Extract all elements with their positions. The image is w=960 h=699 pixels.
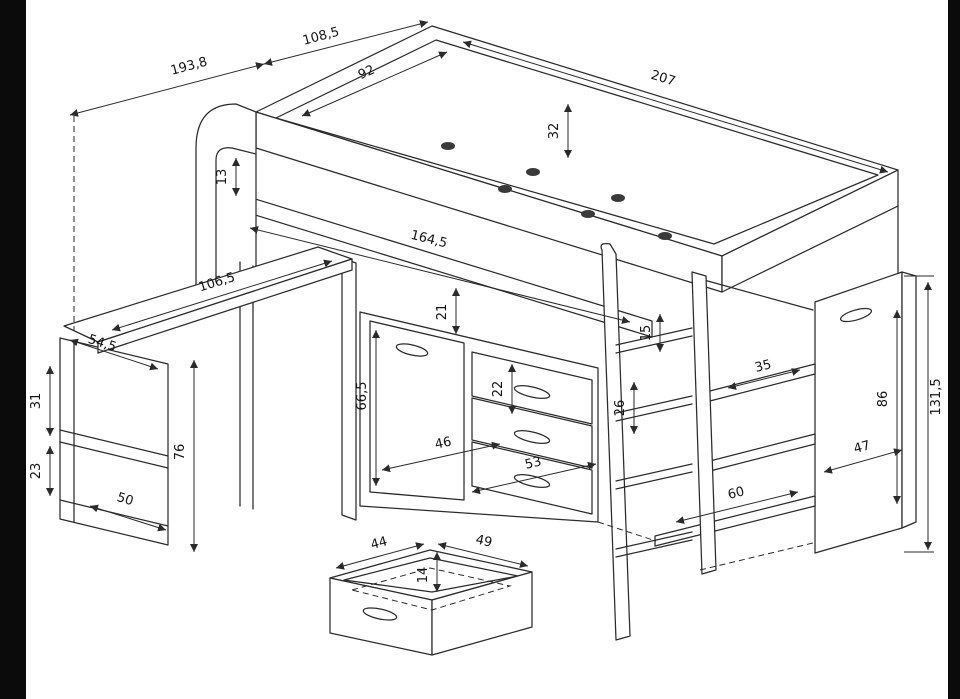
dim-label-shelf-width: 50 bbox=[115, 490, 135, 509]
dim-label-rail-height: 32 bbox=[547, 123, 562, 140]
wardrobe-front bbox=[814, 271, 903, 554]
dim-label-drawer-front-height: 22 bbox=[491, 381, 506, 398]
dim-line-drawer-box-depth bbox=[437, 542, 529, 568]
dim-line-bed-inner-width bbox=[301, 51, 448, 117]
dim-label-step-gap: 15 bbox=[639, 325, 654, 342]
wardrobe-door-handle bbox=[839, 307, 873, 323]
ladder-step bbox=[615, 335, 693, 354]
dim-line-drawer-box-width bbox=[335, 542, 425, 570]
bed-bottom-edge-right bbox=[703, 279, 814, 311]
dim-label-shelf-opening-lower: 23 bbox=[29, 463, 44, 480]
dim-line-head-section-depth bbox=[263, 20, 429, 66]
dim-line-bottom-shelf-width bbox=[675, 490, 799, 524]
wardrobe bbox=[814, 271, 917, 554]
cabinet-door bbox=[369, 320, 465, 501]
drawer-handle bbox=[513, 430, 551, 444]
dim-line-wardrobe-width bbox=[823, 448, 903, 474]
dim-label-cabinet-door-width: 46 bbox=[434, 435, 453, 453]
wardrobe-side bbox=[901, 271, 917, 529]
dim-label-drawer-box-width: 44 bbox=[369, 534, 389, 553]
dim-line-shelf-width bbox=[89, 504, 167, 532]
dim-label-shelf-gap: 26 bbox=[613, 400, 628, 417]
mattress-buttons bbox=[441, 142, 672, 240]
ladder-step bbox=[615, 531, 693, 550]
ladder-step bbox=[615, 395, 693, 414]
dim-line-side-shelf-depth bbox=[727, 368, 801, 390]
dim-label-bed-length: 207 bbox=[649, 68, 677, 90]
hidden-edge bbox=[597, 521, 657, 542]
dim-label-under-bed-gap: 21 bbox=[435, 304, 450, 321]
dim-line-desk-length bbox=[111, 259, 333, 332]
dim-line-drawer-front-width bbox=[471, 461, 597, 495]
dim-label-overall-height: 131,5 bbox=[929, 378, 944, 415]
dim-label-wardrobe-width: 47 bbox=[852, 438, 872, 457]
ladder-step bbox=[615, 463, 693, 482]
photo-edge-left bbox=[0, 0, 26, 699]
mattress-button bbox=[658, 232, 672, 240]
pullout-drawer-handle bbox=[362, 607, 398, 621]
ladder-step bbox=[615, 327, 693, 346]
mattress-button bbox=[498, 185, 512, 193]
dim-line-cabinet-door-width bbox=[381, 441, 501, 473]
photo-edge-right bbox=[948, 0, 960, 699]
dim-label-shelf-opening-upper: 31 bbox=[29, 393, 44, 410]
dim-label-bed-inner-width: 92 bbox=[356, 63, 377, 83]
dim-label-desk-height: 76 bbox=[173, 444, 188, 461]
headboard-inner-line bbox=[215, 147, 257, 289]
dim-label-wardrobe-door-height: 86 bbox=[876, 391, 891, 408]
dim-line-bed-length bbox=[462, 40, 889, 174]
bookshelf-shelf-top bbox=[59, 429, 169, 457]
hidden-dashed-lines bbox=[73, 116, 934, 611]
cabinet-door-handle bbox=[395, 343, 429, 357]
dim-label-bottom-shelf-width: 60 bbox=[726, 484, 746, 503]
mattress-button bbox=[611, 194, 625, 202]
mattress-button bbox=[526, 168, 540, 176]
dim-line-overall-depth bbox=[69, 62, 265, 117]
dim-label-drawer-box-rim-height: 14 bbox=[416, 567, 431, 584]
ladder-step bbox=[615, 539, 693, 558]
dimension-lines bbox=[46, 20, 932, 592]
drawer-front-1 bbox=[471, 351, 593, 425]
dim-label-side-shelf-depth: 35 bbox=[753, 357, 773, 376]
drawer-side-face bbox=[431, 571, 533, 656]
bookshelf-shelf-bottom bbox=[59, 441, 169, 469]
cabinet-left-support bbox=[341, 257, 357, 521]
dim-label-drawer-box-depth: 49 bbox=[474, 532, 493, 550]
dim-label-drawer-front-width: 53 bbox=[523, 454, 542, 472]
dim-label-cabinet-door-height: 66,5 bbox=[355, 382, 370, 411]
drawer-hidden-bottom bbox=[350, 567, 512, 611]
dim-label-rail-thickness: 13 bbox=[215, 169, 230, 186]
ladder-step bbox=[615, 403, 693, 422]
mattress-button bbox=[441, 142, 455, 150]
dim-line-desk-depth bbox=[69, 338, 159, 371]
ladder-step bbox=[615, 471, 693, 490]
mattress-button bbox=[581, 210, 595, 218]
dim-line-bed-inner-length bbox=[249, 226, 631, 324]
